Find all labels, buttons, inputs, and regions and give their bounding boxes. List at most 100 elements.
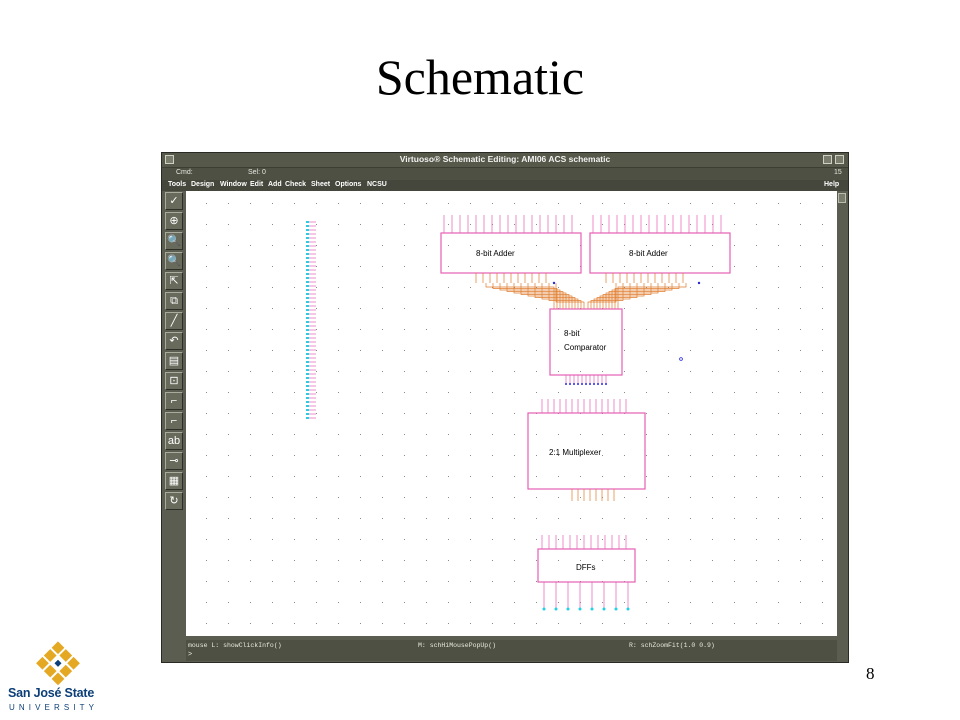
grid-dot <box>668 623 669 624</box>
grid-dot <box>316 308 317 309</box>
label-icon[interactable]: ab <box>165 432 183 450</box>
menu-window[interactable]: Window <box>220 181 247 188</box>
menu-options[interactable]: Options <box>335 181 362 188</box>
grid-dot <box>536 602 537 603</box>
zoom-fit-icon[interactable]: ⊕ <box>165 212 183 230</box>
grid-dot <box>250 392 251 393</box>
check-icon[interactable]: ✓ <box>165 192 183 210</box>
grid-dot <box>712 308 713 309</box>
grid-dot <box>360 266 361 267</box>
pin-icon[interactable]: ⌐ <box>165 392 183 410</box>
grid-dot <box>514 413 515 414</box>
grid-dot <box>448 518 449 519</box>
grid-dot <box>338 308 339 309</box>
grid-dot <box>294 518 295 519</box>
scroll-thumb[interactable] <box>838 193 846 203</box>
grid-dot <box>778 371 779 372</box>
dffs-block[interactable]: DFFs <box>537 548 636 583</box>
grid-dot <box>426 203 427 204</box>
cellview-icon[interactable]: ▦ <box>165 472 183 490</box>
adder-block-1[interactable]: 8-bit Adder <box>440 232 582 274</box>
zoom-out-icon[interactable]: 🔍 <box>165 252 183 270</box>
menu-add[interactable]: Add <box>268 181 282 188</box>
grid-dot <box>382 476 383 477</box>
grid-dot <box>272 518 273 519</box>
grid-dot <box>690 581 691 582</box>
grid-dot <box>206 623 207 624</box>
grid-dot <box>250 497 251 498</box>
pin-stack[interactable] <box>306 221 316 419</box>
copy-icon[interactable]: ⧉ <box>165 292 183 310</box>
grid-dot <box>382 266 383 267</box>
pin-marker <box>306 305 309 307</box>
grid-dot <box>294 623 295 624</box>
grid-dot <box>492 287 493 288</box>
window-titlebar[interactable]: Virtuoso® Schematic Editing: AMI06 ACS s… <box>162 153 848 168</box>
menu-ncsu[interactable]: NCSU <box>367 181 387 188</box>
grid-dot <box>382 371 383 372</box>
net-dot <box>679 357 683 361</box>
grid-dot <box>690 455 691 456</box>
grid-dot <box>602 203 603 204</box>
grid-dot <box>558 476 559 477</box>
instance-icon[interactable]: ⊡ <box>165 372 183 390</box>
maximize-button[interactable] <box>835 155 844 164</box>
net-dot <box>565 383 567 385</box>
grid-dot <box>294 329 295 330</box>
minimize-button[interactable] <box>823 155 832 164</box>
grid-dot <box>448 581 449 582</box>
grid-dot <box>338 266 339 267</box>
pin-marker <box>306 393 309 395</box>
grid-dot <box>822 287 823 288</box>
grid-dot <box>800 539 801 540</box>
symbol-icon[interactable]: ⊸ <box>165 452 183 470</box>
menu-edit[interactable]: Edit <box>250 181 264 188</box>
stretch-icon[interactable]: ⇱ <box>165 272 183 290</box>
window-menu-button[interactable] <box>165 155 174 164</box>
selection-count: Sel: 0 <box>248 169 266 176</box>
descend-icon[interactable]: ↻ <box>165 492 183 510</box>
grid-dot <box>448 350 449 351</box>
grid-dot <box>712 245 713 246</box>
net-icon[interactable]: ⌐ <box>165 412 183 430</box>
grid-dot <box>778 308 779 309</box>
grid-dot <box>822 308 823 309</box>
adder-block-2[interactable]: 8-bit Adder <box>589 232 731 274</box>
menu-sheet[interactable]: Sheet <box>311 181 331 188</box>
grid-dot <box>514 476 515 477</box>
grid-dot <box>712 539 713 540</box>
menu-tools[interactable]: Tools <box>168 181 187 188</box>
grid-dot <box>404 539 405 540</box>
grid-dot <box>646 287 647 288</box>
menu-design[interactable]: Design <box>191 181 215 188</box>
grid-dot <box>558 560 559 561</box>
grid-dot <box>690 371 691 372</box>
grid-dot <box>734 434 735 435</box>
pin-marker <box>306 245 309 247</box>
grid-dot <box>580 224 581 225</box>
undo-icon[interactable]: ↶ <box>165 332 183 350</box>
comparator-block[interactable]: 8-bit Comparator <box>549 308 623 376</box>
grid-dot <box>624 203 625 204</box>
grid-dot <box>712 581 713 582</box>
mouse-status-bar: mouse L: showClickInfo() M: schHiMousePo… <box>186 640 837 651</box>
grid-dot <box>580 518 581 519</box>
property-icon[interactable]: ▤ <box>165 352 183 370</box>
grid-dot <box>580 497 581 498</box>
menu-help[interactable]: Help <box>824 181 840 188</box>
grid-dot <box>690 350 691 351</box>
schematic-canvas[interactable]: 8-bit Adder 8-bit Adder 8-bit Comparator… <box>186 191 837 636</box>
grid-dot <box>668 434 669 435</box>
grid-dot <box>228 518 229 519</box>
menu-check[interactable]: Check <box>285 181 307 188</box>
multiplexer-block[interactable]: 2:1 Multiplexer <box>527 412 646 490</box>
command-prompt[interactable]: > <box>186 651 837 661</box>
pin-marker <box>306 253 309 255</box>
wire-icon[interactable]: ╱ <box>165 312 183 330</box>
bus-wire <box>611 283 673 309</box>
zoom-in-icon[interactable]: 🔍 <box>165 232 183 250</box>
schematic-drawing[interactable]: 8-bit Adder 8-bit Adder 8-bit Comparator… <box>186 191 837 636</box>
grid-dot <box>624 308 625 309</box>
vertical-scrollbar[interactable] <box>837 191 848 636</box>
grid-dot <box>800 266 801 267</box>
